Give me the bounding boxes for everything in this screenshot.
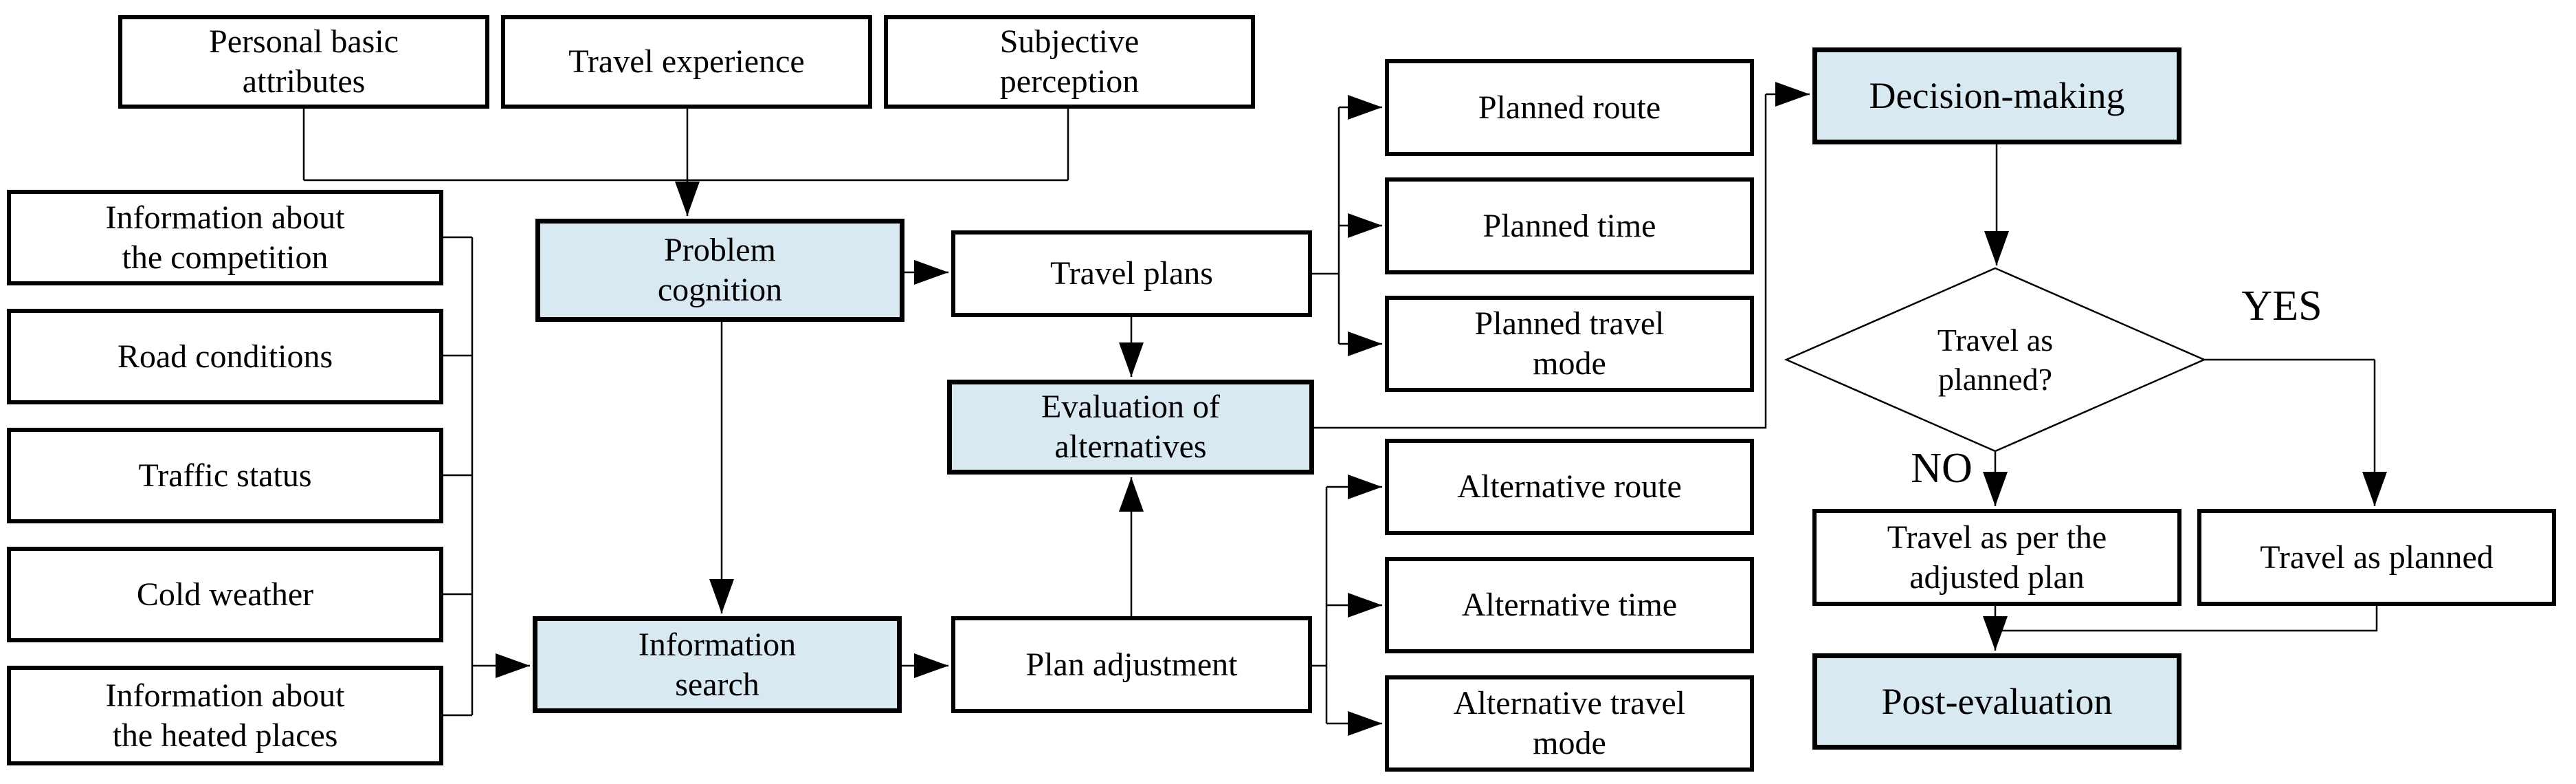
node-evaluation-of-alternatives: Evaluation of alternatives (947, 380, 1314, 475)
node-travel-as-planned: Travel as planned (2197, 509, 2556, 606)
node-travel-as-planned-question: Travel as planned? (1937, 322, 2054, 398)
node-traffic-status: Traffic status (7, 428, 443, 523)
node-problem-cognition: Problem cognition (535, 219, 904, 322)
no-label: NO (1911, 444, 1973, 492)
node-information-search: Information search (533, 616, 902, 713)
node-subjective-perception: Subjective perception (884, 15, 1255, 109)
node-road-conditions: Road conditions (7, 309, 443, 404)
node-travel-plans: Travel plans (951, 230, 1312, 317)
node-alternative-route: Alternative route (1385, 439, 1754, 535)
node-cold-weather: Cold weather (7, 547, 443, 642)
node-decision-making: Decision-making (1812, 47, 2181, 144)
node-planned-time: Planned time (1385, 177, 1754, 274)
node-planned-route: Planned route (1385, 59, 1754, 156)
node-travel-as-per-adjusted-plan: Travel as per the adjusted plan (1812, 509, 2181, 606)
node-planned-travel-mode: Planned travel mode (1385, 296, 1754, 392)
node-travel-experience: Travel experience (501, 15, 872, 109)
yes-label: YES (2241, 282, 2322, 329)
node-information-about-competition: Information about the competition (7, 190, 443, 285)
node-information-about-heated-places: Information about the heated places (7, 666, 443, 765)
node-personal-basic-attributes: Personal basic attributes (118, 15, 489, 109)
node-post-evaluation: Post-evaluation (1812, 653, 2181, 750)
node-alternative-travel-mode: Alternative travel mode (1385, 675, 1754, 772)
node-alternative-time: Alternative time (1385, 557, 1754, 653)
node-plan-adjustment: Plan adjustment (951, 616, 1312, 713)
